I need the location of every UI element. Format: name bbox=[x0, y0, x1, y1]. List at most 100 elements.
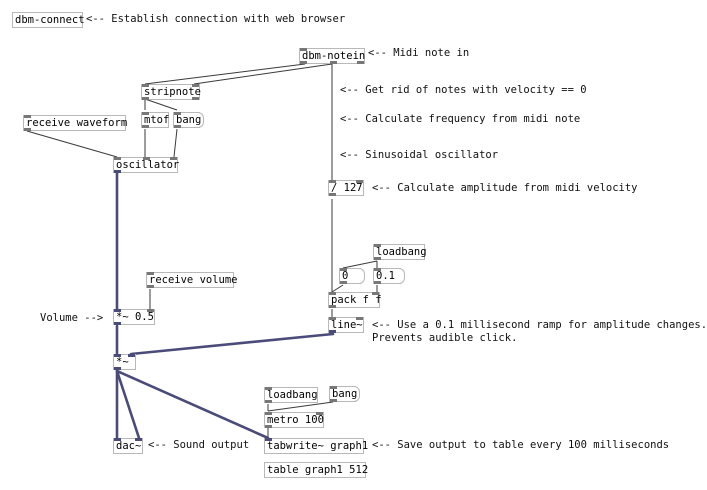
conn-receivewaveform-oscillator bbox=[26, 130, 118, 158]
outlet bbox=[142, 97, 149, 100]
comment-ramp-line-2: Prevents audible click. bbox=[372, 332, 518, 344]
oscillator-object[interactable]: oscillator bbox=[113, 157, 180, 173]
bang-message-2-label: bang bbox=[332, 388, 358, 400]
inlet bbox=[192, 84, 199, 87]
bang-message-2[interactable]: bang bbox=[329, 386, 360, 402]
metro-label: metro 100 bbox=[267, 414, 324, 426]
inlet bbox=[374, 268, 381, 271]
inlet bbox=[147, 309, 154, 312]
loadbang-object-2[interactable]: loadbang bbox=[264, 387, 318, 403]
signal-outlet bbox=[114, 170, 121, 173]
inlet bbox=[329, 317, 336, 320]
dac-label: dac~ bbox=[116, 440, 142, 452]
dbm-notein-label: dbm-notein bbox=[302, 50, 366, 62]
bang-message-1[interactable]: bang bbox=[173, 112, 204, 128]
signal-inlet bbox=[114, 309, 121, 312]
mul-object[interactable]: *~ bbox=[113, 354, 136, 370]
dbm-notein-object[interactable]: dbm-notein bbox=[299, 48, 365, 64]
table-label: table graph1 512 bbox=[267, 464, 369, 476]
loadbang-1-label: loadbang bbox=[376, 246, 427, 258]
mtof-label: mtof bbox=[144, 114, 170, 126]
pack-object[interactable]: pack f f bbox=[328, 292, 382, 308]
conn-bang-oscillator bbox=[173, 128, 178, 158]
inlet bbox=[356, 317, 363, 320]
dac-object[interactable]: dac~ bbox=[113, 438, 143, 454]
inlet bbox=[142, 112, 149, 115]
outlet bbox=[174, 125, 181, 128]
inlet bbox=[316, 412, 323, 415]
inlet bbox=[372, 292, 379, 295]
inlet bbox=[170, 157, 177, 160]
inlet bbox=[24, 115, 31, 118]
inlet bbox=[329, 180, 336, 183]
comment-save-output: <-- Save output to table every 100 milli… bbox=[372, 439, 670, 451]
mtof-object[interactable]: mtof bbox=[141, 112, 169, 128]
point1-message[interactable]: 0.1 bbox=[373, 268, 405, 284]
loadbang-object-1[interactable]: loadbang bbox=[373, 244, 427, 260]
conn-zero-pack bbox=[331, 284, 344, 293]
zero-message[interactable]: 0 bbox=[339, 268, 365, 284]
outlet bbox=[192, 97, 199, 100]
signal-outlet bbox=[114, 367, 121, 370]
signal-inlet bbox=[114, 438, 121, 441]
inlet bbox=[174, 112, 181, 115]
outlet bbox=[330, 399, 337, 402]
inlet bbox=[143, 157, 150, 160]
receive-waveform-object[interactable]: receive waveform bbox=[23, 115, 128, 131]
receive-volume-object[interactable]: receive volume bbox=[146, 272, 238, 288]
comment-amplitude: <-- Calculate amplitude from midi veloci… bbox=[372, 182, 638, 194]
line-tilde-label: line~ bbox=[331, 319, 363, 331]
div-127-object[interactable]: / 127 bbox=[328, 180, 364, 196]
tabwrite-object[interactable]: tabwrite~ graph1 bbox=[264, 438, 368, 454]
comment-frequency: <-- Calculate frequency from midi note bbox=[340, 113, 581, 125]
bang-message-1-label: bang bbox=[176, 114, 202, 126]
stripnote-label: stripnote bbox=[144, 86, 201, 98]
outlet bbox=[142, 125, 149, 128]
point1-message-label: 0.1 bbox=[376, 270, 395, 282]
mul-half-object[interactable]: *~ 0.5 bbox=[113, 309, 155, 325]
dbm-connect-object[interactable]: dbm-connect bbox=[12, 12, 85, 28]
inlet bbox=[329, 292, 336, 295]
oscillator-label: oscillator bbox=[116, 159, 180, 171]
outlet bbox=[265, 400, 272, 403]
outlet bbox=[300, 61, 307, 64]
signal-inlet bbox=[135, 438, 142, 441]
receive-waveform-label: receive waveform bbox=[26, 117, 128, 129]
table-object[interactable]: table graph1 512 bbox=[264, 462, 369, 478]
signal-inlet bbox=[265, 438, 272, 441]
conn-loadbang-zero bbox=[342, 260, 378, 269]
dbm-connect-label: dbm-connect bbox=[15, 14, 85, 26]
metro-object[interactable]: metro 100 bbox=[264, 412, 324, 428]
comment-sound-output: <-- Sound output bbox=[148, 439, 250, 451]
comment-midi-in: <-- Midi note in bbox=[368, 47, 470, 59]
pack-label: pack f f bbox=[331, 294, 382, 306]
sig-line-mul bbox=[129, 332, 335, 356]
signal-inlet bbox=[114, 354, 121, 357]
inlet bbox=[265, 387, 272, 390]
outlet bbox=[329, 193, 336, 196]
zero-message-label: 0 bbox=[342, 270, 349, 282]
inlet bbox=[374, 244, 381, 247]
comment-velocity: <-- Get rid of notes with velocity == 0 bbox=[340, 84, 587, 96]
loadbang-2-label: loadbang bbox=[267, 389, 318, 401]
comment-sinusoidal: <-- Sinusoidal oscillator bbox=[340, 149, 499, 161]
outlet bbox=[24, 128, 31, 131]
outlet bbox=[374, 281, 381, 284]
conn-notein-stripnote-left bbox=[144, 63, 306, 85]
comment-ramp-line-1: <-- Use a 0.1 millisecond ramp for ampli… bbox=[372, 319, 707, 331]
inlet bbox=[300, 48, 307, 51]
outlet bbox=[374, 257, 381, 260]
sig-mul-dac-right bbox=[115, 369, 141, 440]
conn-notein-stripnote-right bbox=[193, 63, 333, 85]
outlet bbox=[265, 425, 272, 428]
sig-mul-tabwrite bbox=[115, 369, 270, 440]
stripnote-object[interactable]: stripnote bbox=[141, 84, 201, 100]
outlet bbox=[340, 281, 347, 284]
outlet bbox=[147, 285, 154, 288]
line-tilde-object[interactable]: line~ bbox=[328, 317, 364, 333]
signal-inlet bbox=[128, 354, 135, 357]
mul-label: *~ bbox=[116, 356, 129, 368]
inlet bbox=[114, 157, 121, 160]
receive-volume-label: receive volume bbox=[149, 274, 238, 286]
